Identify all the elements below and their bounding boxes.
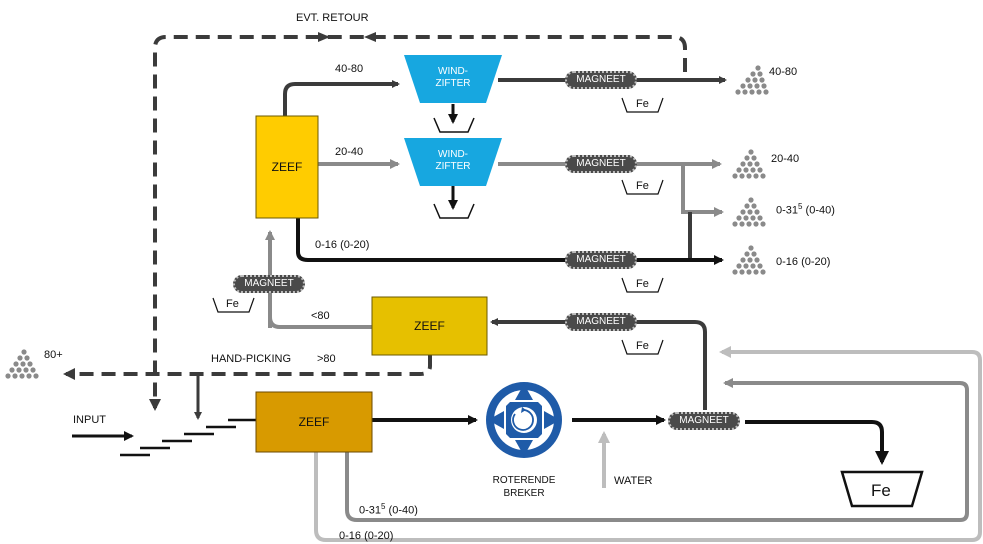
windzifter-mid-label: WIND- ZIFTER <box>435 149 471 172</box>
retour-arrow-left <box>318 32 330 42</box>
magneet-3: MAGNEET <box>565 251 637 269</box>
bottom-0-16-label: 0-16 (0-20) <box>339 530 394 542</box>
fe-bin-label: Fe <box>871 481 891 500</box>
branch-gray <box>681 164 724 217</box>
bottom-0-31-label: 0-315 (0-40) <box>359 502 418 517</box>
retour-dashed-line <box>149 35 687 411</box>
stone-pile-40-80 <box>735 65 769 95</box>
line-80plus <box>63 355 432 380</box>
magneet-6: MAGNEET <box>668 412 740 430</box>
output-40-80-label: 40-80 <box>769 66 798 78</box>
fe-label-3: Fe <box>636 278 649 290</box>
magneet-4: MAGNEET <box>565 313 637 331</box>
zeef-bottom-box <box>255 391 373 453</box>
output-0-16-label: 0-16 (0-20) <box>776 256 831 268</box>
magneet-1: MAGNEET <box>565 71 637 89</box>
zeef-bottom-label: ZEEF <box>298 415 330 429</box>
line-right-up <box>490 318 707 410</box>
output-0-31-label: 0-315 (0-40) <box>776 202 835 217</box>
rotating-breaker-label: ROTERENDE BREKER <box>492 475 556 499</box>
rotating-breaker-icon <box>486 382 562 458</box>
zeef-mid-box <box>371 296 488 356</box>
stone-pile-20-40 <box>732 149 766 179</box>
water-label: WATER <box>614 475 653 487</box>
line-0-31-return <box>345 378 969 522</box>
windzifter-top-shape <box>404 55 502 103</box>
wz2-tray <box>433 203 475 219</box>
fe-label-1: Fe <box>636 98 649 110</box>
input-steps <box>120 418 258 457</box>
stone-pile-0-16 <box>732 245 766 275</box>
fe-bin <box>840 470 924 508</box>
stone-pile-80plus <box>5 349 39 379</box>
output-20-40-label: 20-40 <box>771 153 800 165</box>
flow-20-40-label: 20-40 <box>335 146 364 158</box>
fe-label-5: Fe <box>226 298 239 310</box>
line-0-16-top <box>296 218 724 265</box>
hand-picking-label: HAND-PICKING <box>211 353 292 365</box>
line-40-80 <box>283 80 400 118</box>
fe-trays <box>212 97 664 355</box>
input-label: INPUT <box>73 414 106 426</box>
flow-40-80-label: 40-80 <box>335 63 364 75</box>
windzifter-mid-shape <box>404 138 502 186</box>
fe-label-4: Fe <box>636 340 649 352</box>
retour-arrow-right <box>364 32 376 42</box>
magneet-5: MAGNEET <box>233 275 305 293</box>
zeef-mid-label: ZEEF <box>414 319 445 333</box>
magneet-2: MAGNEET <box>565 155 637 173</box>
fe-label-2: Fe <box>636 180 649 192</box>
flow-lt80-label: <80 <box>311 310 330 322</box>
line-to-fe <box>745 420 889 465</box>
flow-gt80-label: >80 <box>317 353 336 365</box>
evt-retour-label: EVT. RETOUR <box>296 12 369 24</box>
zeef-top-label: ZEEF <box>271 160 303 174</box>
wz1-tray <box>433 117 475 133</box>
windzifter-top-label: WIND- ZIFTER <box>435 66 471 89</box>
flow-0-16-label: 0-16 (0-20) <box>315 239 370 251</box>
line-zeefmid-left <box>268 294 372 329</box>
line-0-16-return <box>314 346 982 542</box>
zeef-top-box <box>255 115 319 219</box>
stone-pile-0-31 <box>732 197 766 227</box>
output-80plus-label: 80+ <box>44 349 63 361</box>
